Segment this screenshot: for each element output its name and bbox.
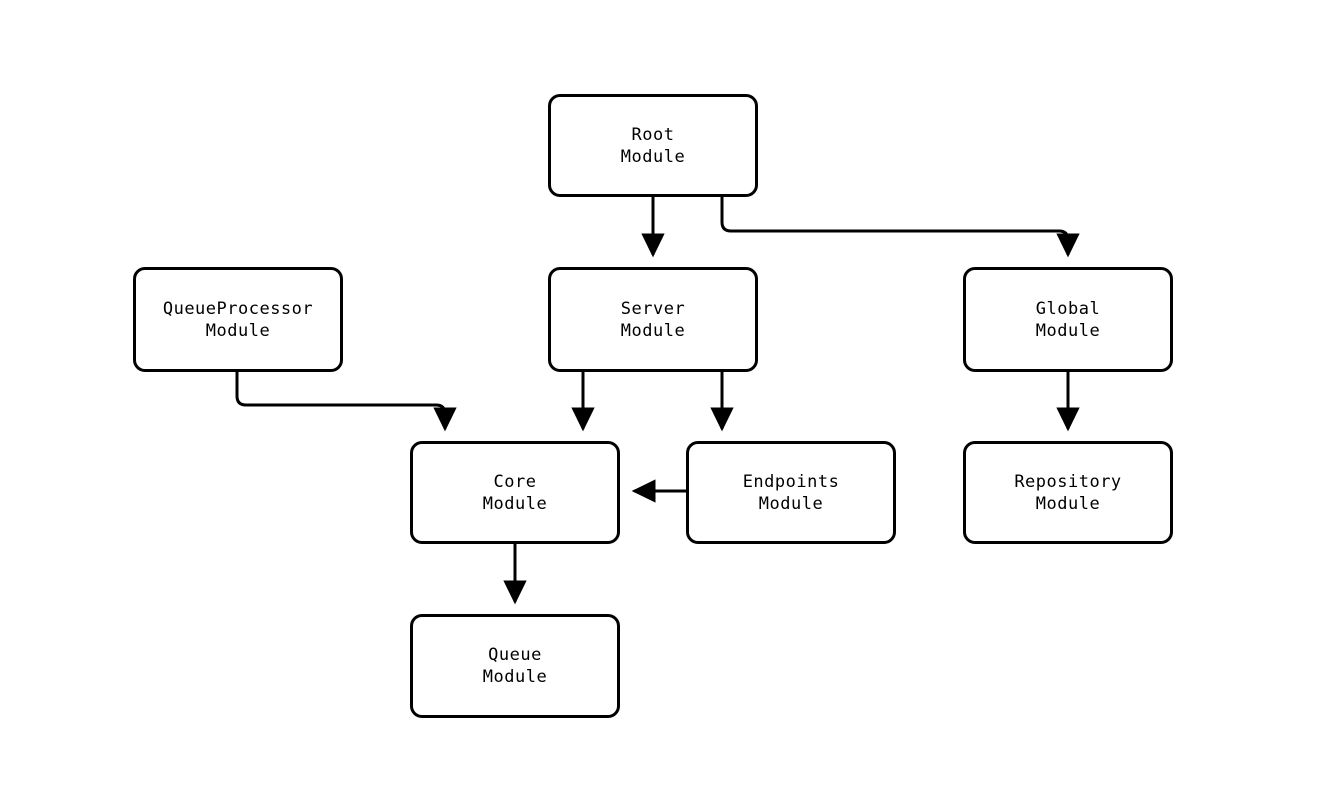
node-repository-module[interactable]: Repository Module: [963, 441, 1173, 544]
node-repository-module-label-line1: Repository: [1014, 471, 1122, 492]
node-root-module-label-line2: Module: [620, 146, 686, 167]
node-server-module[interactable]: Server Module: [548, 267, 758, 372]
node-core-module[interactable]: Core Module: [410, 441, 620, 544]
node-queueprocessor-module-label-line2: Module: [205, 320, 271, 341]
node-server-module-label-line1: Server: [620, 298, 686, 319]
node-queue-module-label-line2: Module: [482, 667, 548, 687]
node-root-module-label-line1: Root: [631, 124, 675, 145]
edge-root-to-global: [720, 197, 1080, 258]
node-endpoints-module-label-line1: Endpoints: [742, 471, 840, 492]
node-repository-module-label-line2: Module: [1035, 493, 1101, 514]
node-endpoints-module[interactable]: Endpoints Module: [686, 441, 896, 544]
node-endpoints-module-label-line2: Module: [758, 493, 824, 514]
node-global-module-label-line1: Global: [1035, 298, 1101, 319]
node-core-module-label-line1: Core: [493, 471, 537, 492]
node-global-module[interactable]: Global Module: [963, 267, 1173, 372]
node-queueprocessor-module-label-line1: QueueProcessor: [162, 298, 314, 319]
node-queue-module[interactable]: Queue Module: [410, 614, 620, 718]
node-server-module-label-line2: Module: [620, 320, 686, 341]
node-queue-module-label-line1: Queue: [488, 645, 542, 665]
node-queueprocessor-module[interactable]: QueueProcessor Module: [133, 267, 343, 372]
edge-queueprocessor-to-core: [235, 372, 457, 432]
node-global-module-label-line2: Module: [1035, 320, 1101, 341]
node-root-module[interactable]: Root Module: [548, 94, 758, 197]
node-core-module-label-line2: Module: [482, 493, 548, 514]
